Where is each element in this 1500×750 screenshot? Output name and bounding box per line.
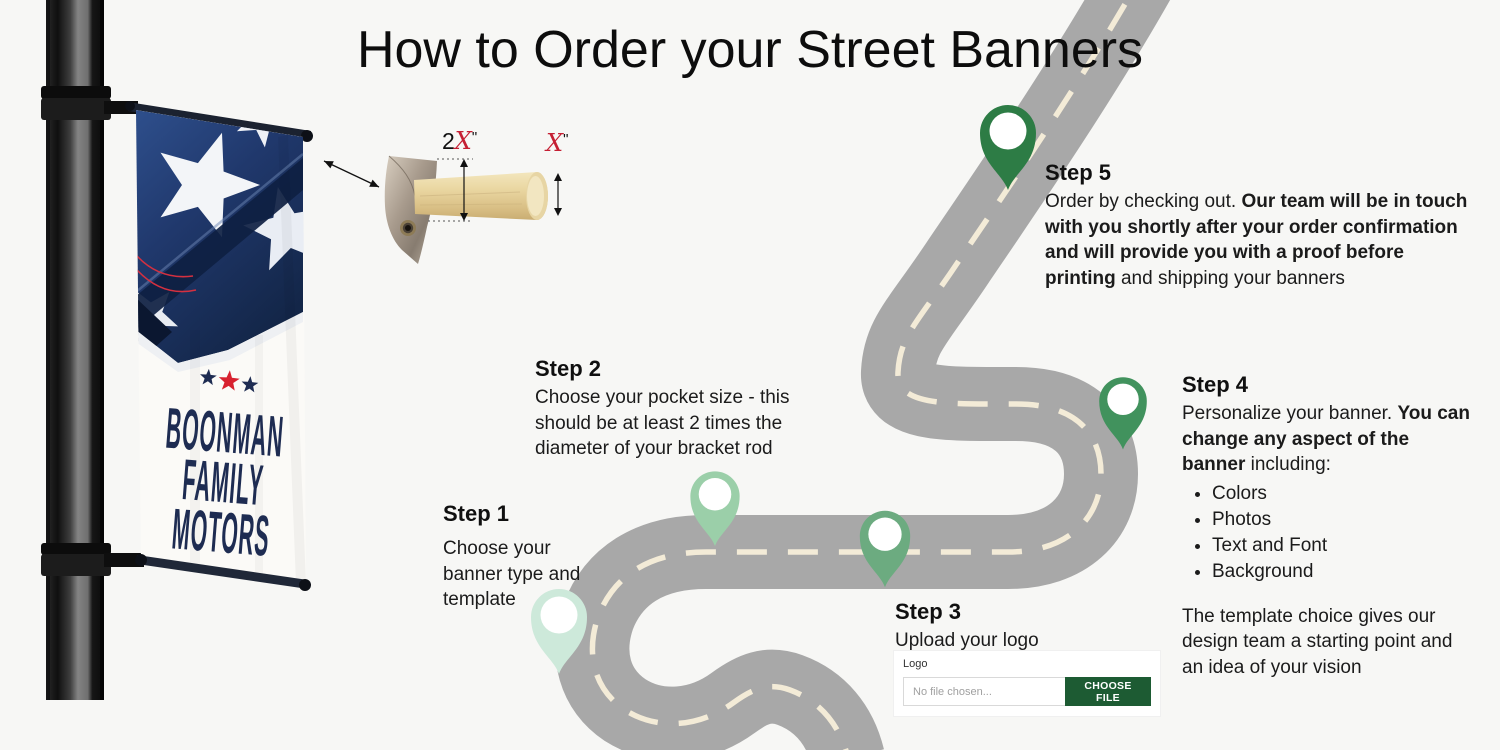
banner-org-line-3: MOTORS	[170, 498, 272, 569]
step-4-footer: The template choice gives our design tea…	[1182, 605, 1453, 678]
choose-file-button[interactable]: CHOOSE FILE	[1065, 677, 1151, 706]
banner-bottom-rod	[137, 555, 308, 589]
step-5-heading: Step 5	[1045, 160, 1112, 185]
step-4-block: Step 4 Personalize your banner. You can …	[1182, 372, 1477, 680]
banner-org-line-2: FAMILY	[180, 449, 266, 519]
banner-org-line-1: BOONMAN	[164, 397, 286, 470]
step-3-body: Upload your logo	[895, 630, 1039, 651]
bracket-rod	[414, 172, 548, 220]
pole-clamp-top	[41, 86, 111, 99]
step-4-heading: Step 4	[1182, 372, 1249, 397]
list-item: Colors	[1212, 481, 1477, 507]
road-center-dashes	[589, 0, 1131, 750]
pocket-dimension	[428, 158, 473, 222]
step-1-heading: Step 1	[443, 501, 510, 526]
list-item: Text and Font	[1212, 533, 1477, 559]
logo-upload-row: CHOOSE FILE	[903, 677, 1151, 706]
page-title: How to Order your Street Banners	[356, 21, 1144, 79]
pole-banner-and-bracket-graphic: BOONMAN FAMILY MOTORS	[41, 0, 568, 700]
step-1-block: Step 1 Choose your banner type and templ…	[443, 501, 595, 613]
logo-upload-card: Logo CHOOSE FILE	[893, 650, 1161, 717]
pin-step-5	[980, 105, 1036, 190]
step-1-body: Choose your banner type and template	[443, 538, 581, 610]
rod-dimension-arrow	[554, 173, 562, 216]
pin-circle	[989, 112, 1027, 150]
logo-file-input[interactable]	[903, 677, 1065, 706]
bracket-arm-bottom	[104, 553, 144, 567]
list-item: Background	[1212, 559, 1477, 585]
step-2-body: Choose your pocket size - this should be…	[535, 387, 790, 459]
pole-clamp-bottom	[41, 543, 111, 555]
pin-step-1	[531, 589, 587, 674]
banner-top-rod	[128, 102, 311, 140]
pin-step-4	[1099, 377, 1147, 450]
step-5-body: Order by checking out. Our team will be …	[1045, 191, 1468, 289]
step-4-bullet-list: Colors Photos Text and Font Background	[1182, 481, 1477, 585]
pin-circle	[698, 477, 732, 511]
rod-dimension-label: X"	[544, 129, 568, 157]
step-2-block: Step 2 Choose your pocket size - this sh…	[535, 356, 840, 462]
list-item: Photos	[1212, 507, 1477, 533]
pin-circle	[868, 517, 902, 551]
flag-red-stripe	[136, 269, 197, 293]
pin-circle	[1107, 383, 1139, 416]
pin-circle	[540, 596, 578, 634]
step-3-heading: Step 3	[895, 599, 962, 624]
step-2-heading: Step 2	[535, 356, 602, 381]
flag-red-stripe	[136, 255, 194, 278]
street-banner-photo: BOONMAN FAMILY MOTORS	[125, 101, 313, 591]
pocket-dimension-arrow	[460, 159, 468, 221]
step-3-block: Step 3 Upload your logo	[895, 599, 1195, 654]
step-4-body: Personalize your banner. You can change …	[1182, 403, 1470, 475]
pin-step-3	[859, 510, 911, 588]
step-5-block: Step 5 Order by checking out. Our team w…	[1045, 160, 1469, 291]
banner-bottom-rod-end-cap	[299, 579, 311, 591]
street-pole	[41, 0, 144, 700]
banner-text-group: BOONMAN FAMILY MOTORS	[164, 368, 286, 569]
detail-connector-arrow	[323, 160, 380, 188]
bracket-pocket-diagram: 2X" X"	[384, 127, 568, 264]
logo-field-label: Logo	[903, 658, 928, 670]
pin-step-2	[690, 471, 740, 547]
banner-flag-art	[136, 110, 306, 584]
banner-top-rod-end-cap	[301, 130, 313, 142]
banner-bottom-rod-end-cap	[135, 554, 147, 566]
pocket-dimension-label: 2X"	[442, 127, 477, 155]
